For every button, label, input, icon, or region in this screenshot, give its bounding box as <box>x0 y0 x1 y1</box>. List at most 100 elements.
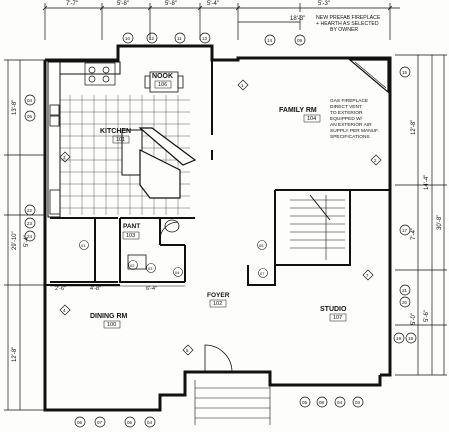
dim-interior-1: 2'-6" <box>55 286 66 292</box>
toilet <box>164 219 180 233</box>
room-label-pantry: PANT <box>123 223 140 230</box>
window-tag-top-6: 09 <box>297 38 303 43</box>
keynote-2: 2 <box>374 158 377 163</box>
window-tag-top-4: 13 <box>202 36 208 41</box>
dim-right-3: 7'-4" <box>411 228 417 240</box>
kitchen-island <box>138 127 197 166</box>
gas-note-line-3: TO EXTERIOR <box>330 110 363 116</box>
entry-door-swing <box>204 344 233 373</box>
room-label-nook: NOOK <box>152 73 173 80</box>
room-tag-nook: 106 <box>158 82 167 88</box>
fireplace-note-line-2: + HEARTH AS SELECTED <box>316 21 379 27</box>
dim-right-overall: 30'-8" <box>437 215 443 230</box>
window-tag-right-4: 20 <box>402 300 408 305</box>
refrigerator <box>49 189 61 215</box>
dim-right-1: 12'-8" <box>411 120 417 135</box>
gas-note-line-7: SPECIFICATIONS. <box>330 134 371 140</box>
dim-top-3: 5'-8" <box>165 1 177 7</box>
window-tags-left <box>24 94 36 242</box>
window-tag-right-3: 21 <box>402 288 408 293</box>
window-tag-bottom-1: 06 <box>77 420 83 425</box>
window-tag-bottom-8: 03 <box>355 400 361 405</box>
keynote-1: 1 <box>241 83 244 88</box>
door-tag-3: 03 <box>148 266 153 271</box>
room-tag-dining: 100 <box>107 322 116 328</box>
dim-top-5: 5'-3" <box>318 1 330 7</box>
window-tag-right-2: 17 <box>402 228 408 233</box>
nook-table <box>144 71 184 93</box>
door-tag-5: 05 <box>259 243 264 248</box>
fireplace-note-line-3: BY OWNER <box>330 27 358 33</box>
dim-left-1: 13'-8" <box>12 100 18 115</box>
window-tag-bottom-5: 05 <box>302 400 308 405</box>
room-label-dining: DINING RM <box>90 313 128 320</box>
door-tags <box>79 240 268 278</box>
room-tag-kitchen: 101 <box>116 137 125 143</box>
keynote-6: 7 <box>366 273 369 278</box>
dim-right-4: 5'-0" <box>411 313 417 325</box>
window-tag-bottom-3: 06 <box>127 420 133 425</box>
window-tag-bottom-2: 07 <box>97 420 103 425</box>
dim-interior-2: 4'-8" <box>90 286 101 292</box>
door-tag-1: 01 <box>81 243 86 248</box>
window-tag-left-5: 24 <box>27 234 33 239</box>
gas-note-line-5: AN EXTERIOR AIR <box>330 122 372 128</box>
room-tag-pantry: 103 <box>126 233 135 239</box>
room-tag-foyer: 102 <box>213 301 222 307</box>
stairs <box>290 194 345 260</box>
window-tag-right-6: 18 <box>408 336 414 341</box>
room-label-foyer: FOYER <box>207 292 230 299</box>
window-tag-bottom-4: 04 <box>147 420 153 425</box>
top-dimension-string <box>42 3 400 40</box>
window-tag-top-3: 11 <box>177 36 182 41</box>
gas-note-line-6: SUPPLY PER MANUF. <box>330 128 379 134</box>
room-tag-studio: 107 <box>333 315 342 321</box>
window-tag-left-1: 04 <box>27 98 33 103</box>
room-tag-family: 104 <box>307 116 316 122</box>
door-tag-2: 02 <box>130 263 135 268</box>
room-label-kitchen: KITCHEN <box>100 128 131 135</box>
dim-top-inner: 18'-3" <box>290 16 305 22</box>
right-dimension-string <box>395 54 447 376</box>
keynote-4: 4 <box>63 308 66 313</box>
window-tag-left-2: 05 <box>27 114 33 119</box>
window-tag-top-2: 12 <box>149 36 155 41</box>
window-tags-right <box>393 66 417 344</box>
dim-right-5: 5'-6" <box>424 310 430 322</box>
window-tag-right-5: 19 <box>396 336 402 341</box>
keynote-markers <box>59 79 382 356</box>
window-tag-right-1: 15 <box>402 70 408 75</box>
window-tags-bottom <box>74 396 364 428</box>
gas-note-line-2: DIRECT VENT <box>330 104 362 110</box>
dim-left-4: 5'-4" <box>24 235 30 247</box>
kitchen-sink <box>49 104 60 127</box>
keynote-3: 3 <box>63 155 66 160</box>
room-label-studio: STUDIO <box>320 306 347 313</box>
keynote-5: 5 <box>186 348 189 353</box>
exterior-walls <box>43 44 392 412</box>
window-tag-top-5: 14 <box>267 38 273 43</box>
door-tag-4: 04 <box>175 270 180 275</box>
left-dimension-string <box>4 59 45 411</box>
dim-interior-3: 6'-4" <box>146 286 157 292</box>
window-tag-bottom-7: 04 <box>337 400 343 405</box>
interior-walls <box>45 60 390 286</box>
dim-top-1: 7'-7" <box>66 1 78 7</box>
dim-top-2: 5'-8" <box>117 1 129 7</box>
gas-note-line-1: GAS FIREPLACE <box>330 98 368 104</box>
dim-top-4: 5'-4" <box>207 1 219 7</box>
gas-note-line-4: EQUIPPED W/ <box>330 116 363 122</box>
window-tags-top <box>122 32 306 46</box>
fireplace-corner <box>348 59 389 94</box>
window-tag-bottom-6: 08 <box>319 400 325 405</box>
lavatory <box>127 254 147 270</box>
fireplace-note-line-1: NEW PREFAB FIREPLACE <box>316 15 381 21</box>
room-label-family: FAMILY RM <box>279 107 317 114</box>
door-tag-6: 07 <box>260 271 265 276</box>
window-tag-left-3: 22 <box>27 208 33 213</box>
kitchen-peninsula <box>139 149 181 199</box>
window-tag-left-4: 23 <box>27 221 33 226</box>
cooktop <box>84 62 116 86</box>
